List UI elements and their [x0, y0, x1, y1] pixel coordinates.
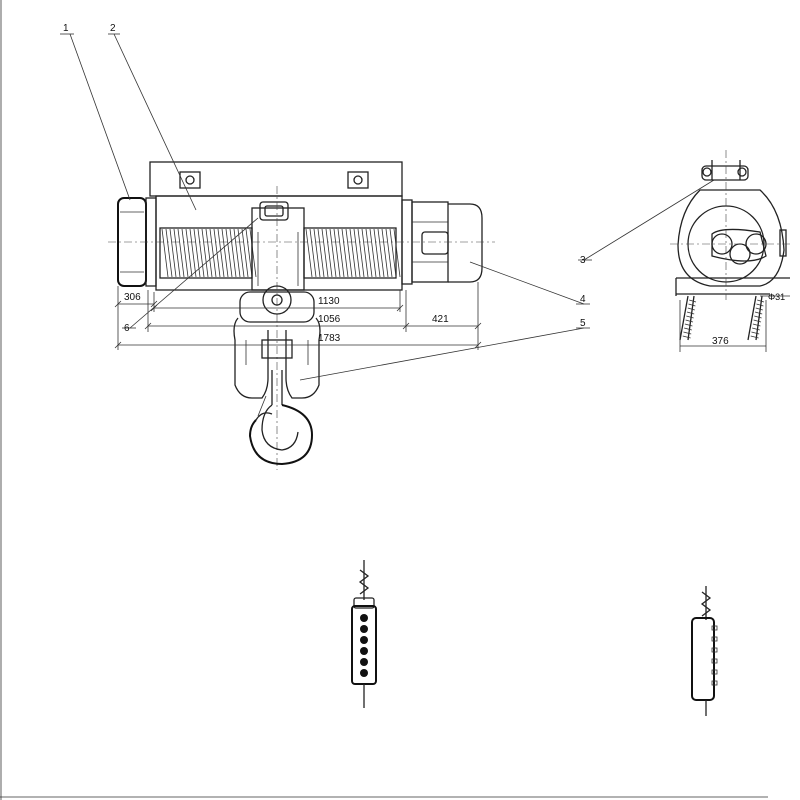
pendant-button — [360, 625, 368, 633]
pendant-side-button — [711, 658, 718, 664]
rope-windings — [161, 228, 401, 278]
motor-end-cap — [448, 203, 483, 283]
callout-leaders — [60, 33, 715, 381]
drum-frame — [155, 195, 403, 291]
pendant-button — [360, 647, 368, 655]
pendant-front — [351, 560, 377, 708]
side-rope-right — [747, 295, 757, 341]
side-rope-left — [679, 295, 689, 341]
dim-1130: 1130 — [318, 296, 340, 307]
pendant-button — [360, 658, 368, 666]
pulley-frame — [239, 291, 315, 323]
sheave — [262, 285, 292, 315]
side-housing — [677, 189, 785, 287]
hook-block-right — [285, 317, 321, 399]
callout-4: 4 — [580, 294, 586, 305]
dim-1056: 1056 — [318, 314, 341, 325]
dim-421: 421 — [432, 314, 449, 325]
dimension-lines — [114, 282, 482, 350]
hook-inner — [261, 404, 299, 451]
hoist-side-view — [670, 150, 792, 352]
callout-6: 6 — [124, 323, 130, 334]
hook — [248, 404, 314, 466]
rope-drum-right — [303, 227, 397, 279]
callout-2: 2 — [110, 23, 116, 34]
safety-latch — [255, 412, 273, 421]
callout-5: 5 — [580, 318, 586, 329]
hoist-front-view — [108, 161, 495, 470]
callout-3: 3 — [580, 255, 586, 266]
dim-306: 306 — [124, 292, 141, 303]
callout-1: 1 — [63, 23, 69, 34]
pendant-button — [360, 614, 368, 622]
dim-1783: 1783 — [318, 333, 341, 344]
pendant-button — [360, 636, 368, 644]
lug-left — [179, 171, 201, 189]
pendant-side-button — [711, 669, 718, 675]
dim-376: 376 — [712, 336, 729, 347]
trolley-block — [251, 207, 305, 291]
dim-phi31: Φ31 — [768, 292, 785, 302]
hook-block-left — [233, 317, 269, 399]
terminal-box — [421, 231, 449, 255]
pendant-button — [360, 669, 368, 677]
suspension-lug — [701, 165, 749, 181]
pendant-side-button — [711, 625, 718, 631]
crosshead — [261, 339, 293, 359]
top-pulley-housing — [259, 201, 289, 221]
pendant-side-button — [711, 680, 718, 686]
pendant-side-button — [711, 636, 718, 642]
pendant-side — [691, 586, 718, 716]
pendant-side-button — [711, 647, 718, 653]
pendant-side-box — [691, 617, 715, 701]
top-cover — [149, 161, 403, 197]
lug-right — [347, 171, 369, 189]
